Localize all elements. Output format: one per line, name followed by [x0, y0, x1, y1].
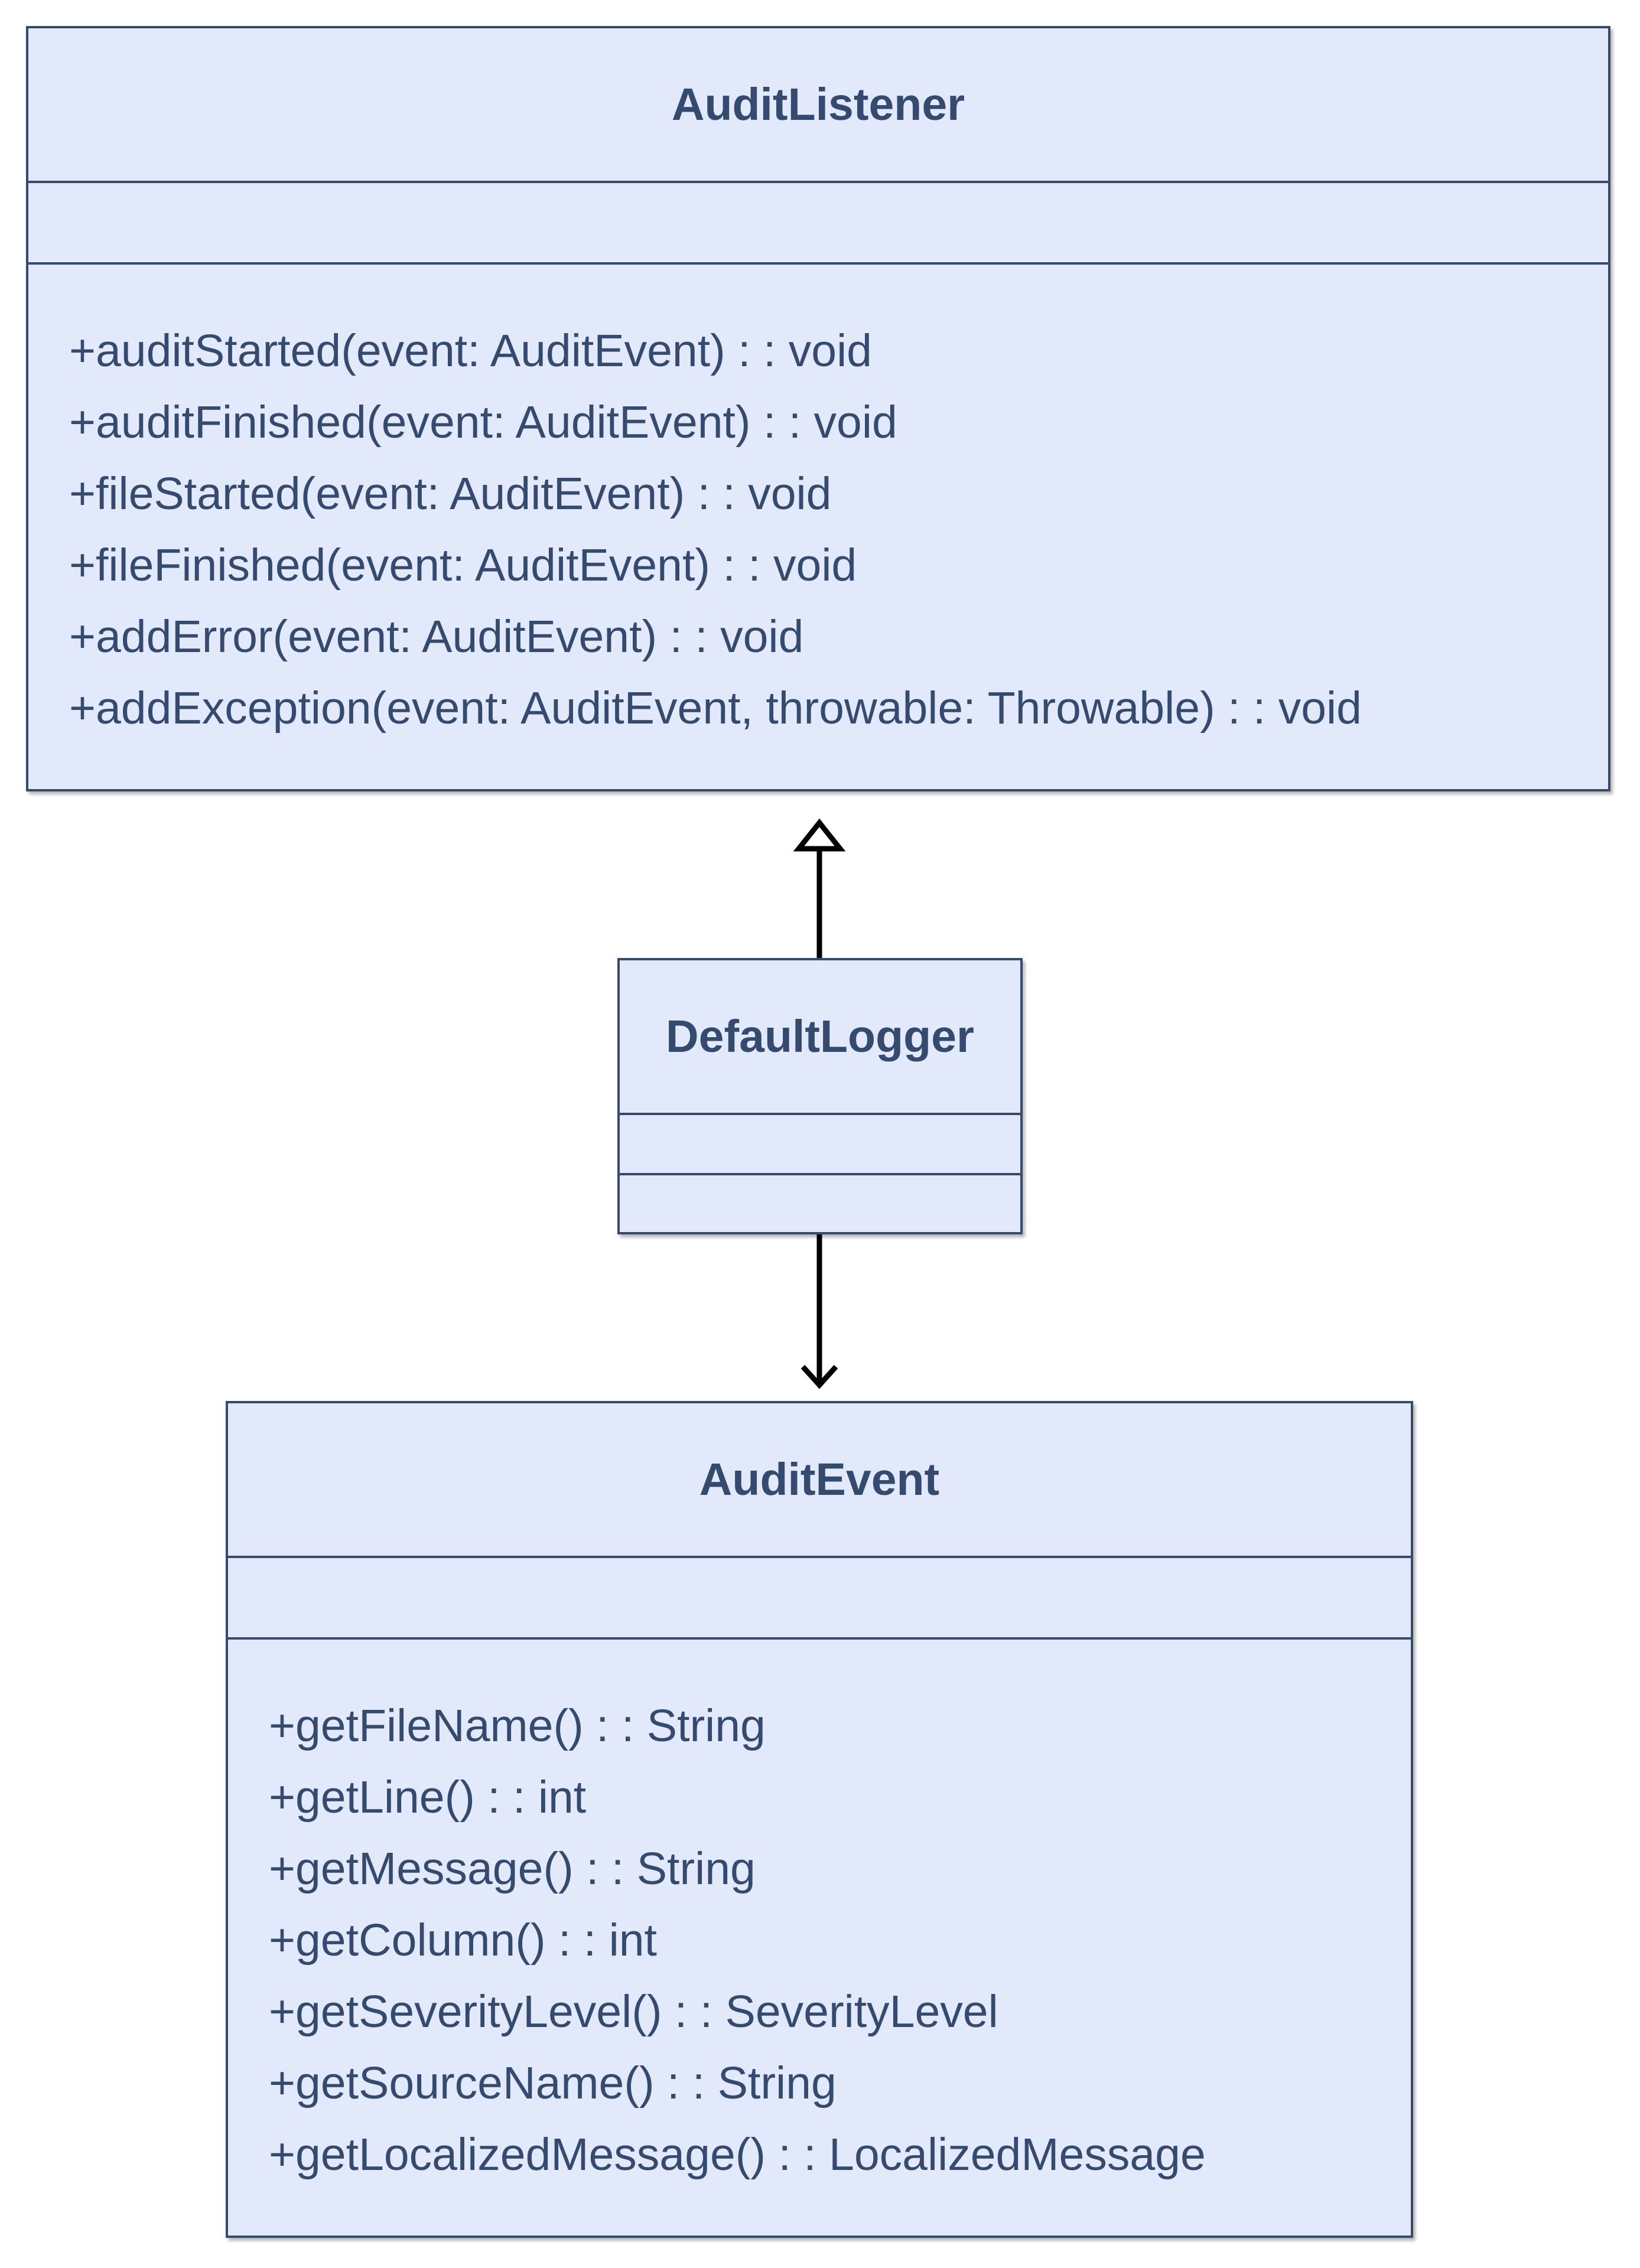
method: +addError(event: AuditEvent) : : void — [69, 611, 804, 662]
attributes-section — [620, 1115, 1020, 1175]
method: +auditFinished(event: AuditEvent) : : vo… — [69, 397, 897, 448]
class-name: DefaultLogger — [620, 960, 1020, 1115]
class-name: AuditEvent — [228, 1403, 1411, 1558]
method: +getMessage() : : String — [269, 1843, 756, 1894]
method: +getColumn() : : int — [269, 1915, 657, 1966]
method: +auditStarted(event: AuditEvent) : : voi… — [69, 325, 873, 376]
method: +fileFinished(event: AuditEvent) : : voi… — [69, 540, 857, 591]
association-arrow — [801, 1234, 838, 1389]
realization-arrow — [793, 818, 846, 958]
method: +addException(event: AuditEvent, throwab… — [69, 683, 1362, 734]
open-arrowhead — [801, 1364, 838, 1389]
method: +getFileName() : : String — [269, 1700, 766, 1751]
method: +getSeverityLevel() : : SeverityLevel — [269, 1986, 998, 2037]
method: +fileStarted(event: AuditEvent) : : void — [69, 468, 832, 519]
methods-section: +auditStarted(event: AuditEvent) : : voi… — [28, 265, 1608, 744]
attributes-section — [28, 183, 1608, 265]
class-audit-listener: AuditListener +auditStarted(event: Audit… — [26, 26, 1610, 791]
method: +getLine() : : int — [269, 1772, 587, 1823]
methods-section: +getFileName() : : String +getLine() : :… — [228, 1640, 1411, 2191]
attributes-section — [228, 1558, 1411, 1640]
class-audit-event: AuditEvent +getFileName() : : String +ge… — [226, 1401, 1413, 2238]
class-name: AuditListener — [28, 28, 1608, 183]
method: +getLocalizedMessage() : : LocalizedMess… — [269, 2129, 1206, 2180]
method: +getSourceName() : : String — [269, 2058, 837, 2109]
hollow-triangle-arrowhead — [793, 818, 846, 852]
class-default-logger: DefaultLogger — [617, 958, 1023, 1234]
